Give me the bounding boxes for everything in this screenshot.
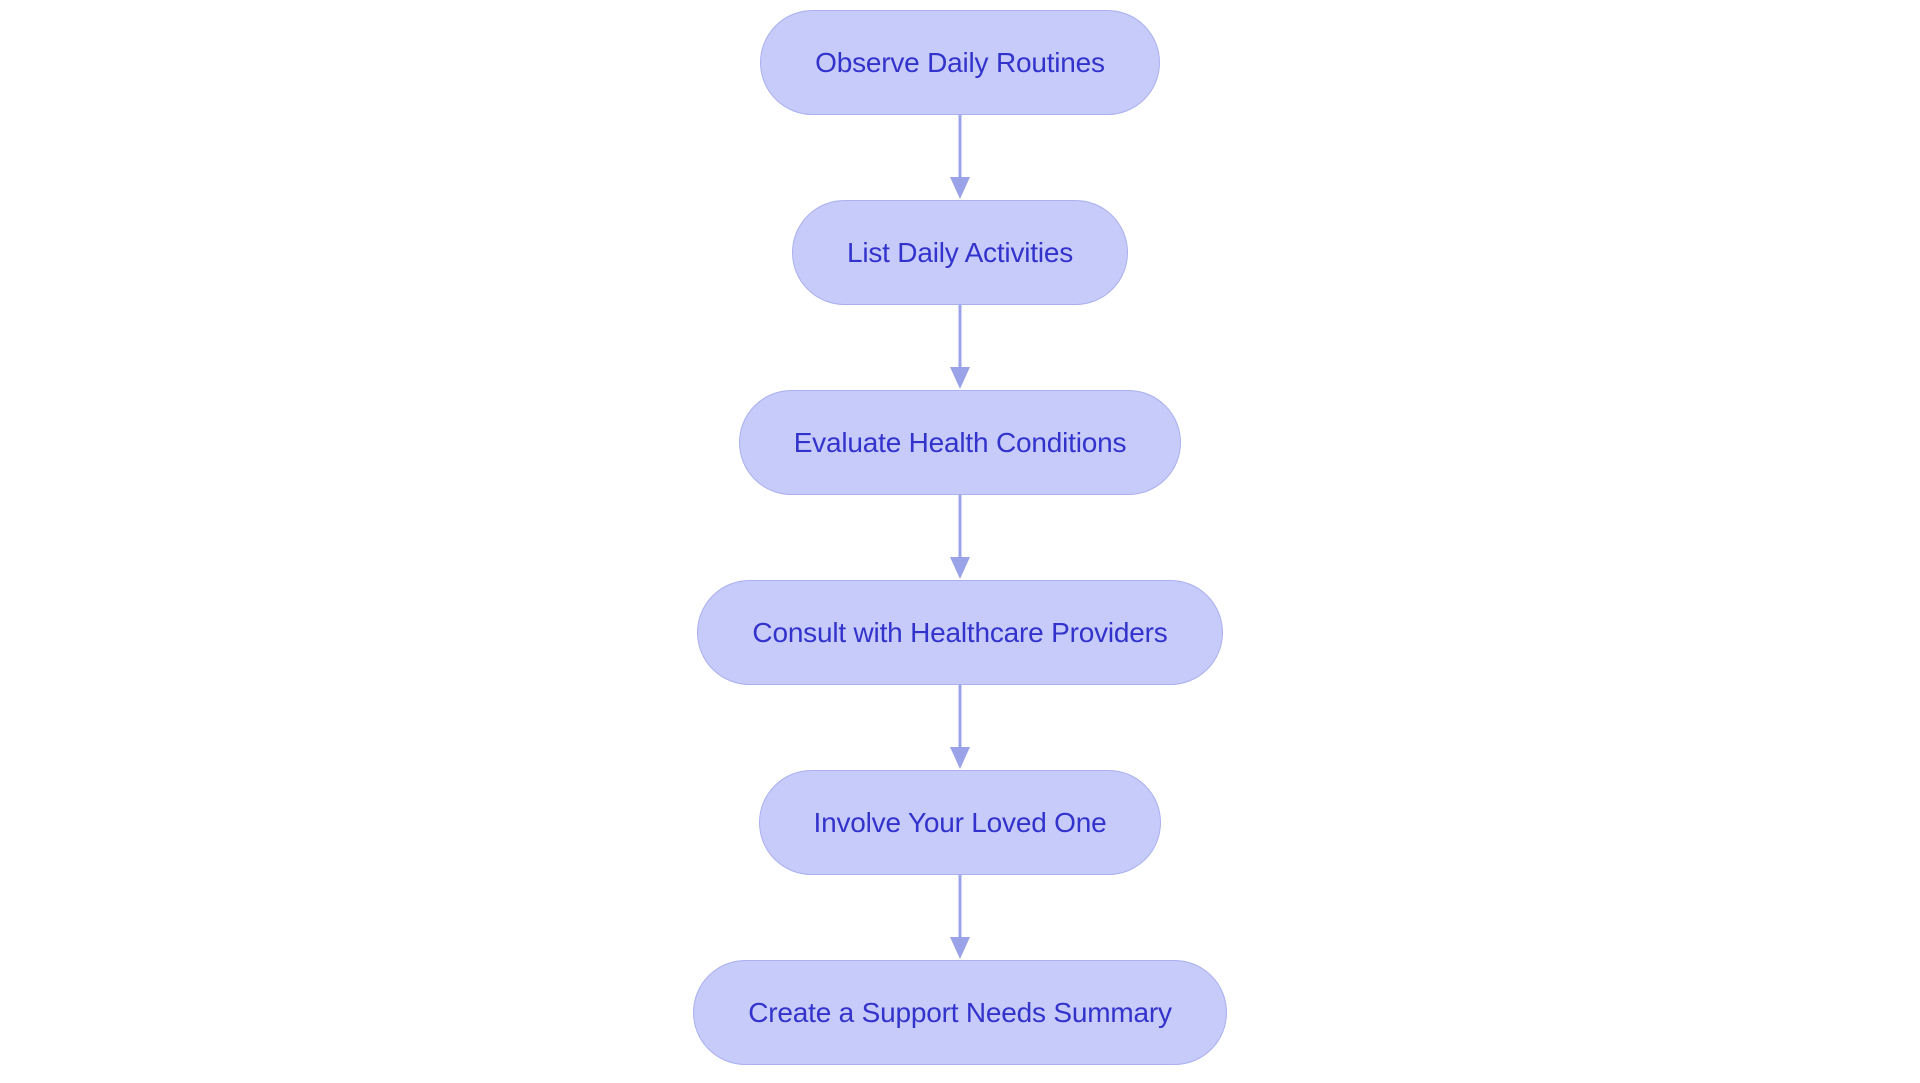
- arrow-down-icon: [950, 495, 970, 579]
- flow-node-label: Observe Daily Routines: [815, 46, 1105, 78]
- flow-node-label: Create a Support Needs Summary: [748, 996, 1172, 1028]
- flow-node-involve-your-loved-one[interactable]: Involve Your Loved One: [758, 770, 1162, 875]
- flow-node-create-a-support-needs-summary[interactable]: Create a Support Needs Summary: [693, 960, 1227, 1065]
- flow-node-label: Evaluate Health Conditions: [793, 426, 1127, 458]
- flow-node-label: Involve Your Loved One: [813, 806, 1107, 838]
- arrow-down-icon: [950, 685, 970, 769]
- flow-connector-5: [940, 875, 980, 960]
- flow-connector-4: [940, 685, 980, 770]
- flow-connector-2: [940, 305, 980, 390]
- flow-connector-3: [940, 495, 980, 580]
- flow-node-label: Consult with Healthcare Providers: [752, 616, 1168, 648]
- arrow-down-icon: [950, 115, 970, 199]
- arrow-down-icon: [950, 305, 970, 389]
- flow-node-label: List Daily Activities: [846, 236, 1074, 268]
- flow-connector-1: [940, 115, 980, 200]
- flow-node-list-daily-activities[interactable]: List Daily Activities: [791, 200, 1129, 305]
- flow-node-consult-with-healthcare-providers[interactable]: Consult with Healthcare Providers: [697, 580, 1223, 685]
- arrow-down-icon: [950, 875, 970, 959]
- flow-node-evaluate-health-conditions[interactable]: Evaluate Health Conditions: [738, 390, 1182, 495]
- flow-node-observe-daily-routines[interactable]: Observe Daily Routines: [760, 10, 1160, 115]
